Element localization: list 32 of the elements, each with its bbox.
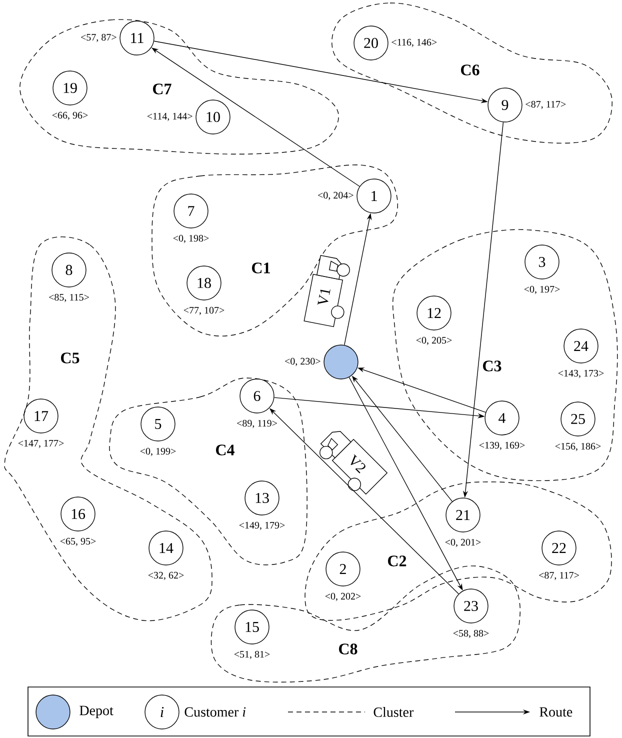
time-window: <32, 62>: [148, 572, 184, 580]
legend-label: Customer i: [184, 707, 246, 717]
time-window: <77, 107>: [184, 306, 224, 316]
time-window: <116, 146>: [392, 38, 437, 48]
time-window: <156, 186>: [555, 442, 601, 452]
time-window: <0, 202>: [325, 592, 361, 602]
time-window: <51, 81>: [234, 650, 270, 660]
legend-label: Cluster: [374, 707, 414, 717]
time-window: <0, 230>: [285, 358, 320, 366]
time-window: <0, 197>: [524, 286, 560, 294]
time-window: <143, 173>: [558, 370, 604, 378]
legend-label: Route: [540, 707, 572, 717]
time-window: <65, 95>: [60, 538, 96, 546]
time-window: <66, 96>: [52, 112, 88, 120]
depot-circle: [324, 344, 358, 380]
time-window: <89, 119>: [237, 420, 277, 428]
time-window: <57, 87>: [81, 34, 116, 42]
time-window: <139, 169>: [479, 442, 525, 450]
time-window: <87, 117>: [539, 572, 579, 580]
time-window: <0, 205>: [416, 336, 452, 346]
time-window: <0, 201>: [445, 538, 481, 548]
time-window: <0, 198>: [173, 234, 209, 244]
time-window: <0, 199>: [140, 448, 176, 456]
time-window: <114, 144>: [147, 112, 192, 122]
time-window: <85, 115>: [49, 294, 89, 302]
time-window: <0, 204>: [318, 192, 354, 200]
time-window: <58, 88>: [453, 630, 489, 638]
legend-label: Depot: [80, 706, 114, 718]
time-window: <87, 117>: [526, 100, 566, 110]
time-window: <147, 177>: [18, 440, 64, 448]
truck-drawing: V1: [304, 254, 350, 328]
time-window: <149, 179>: [239, 522, 285, 530]
